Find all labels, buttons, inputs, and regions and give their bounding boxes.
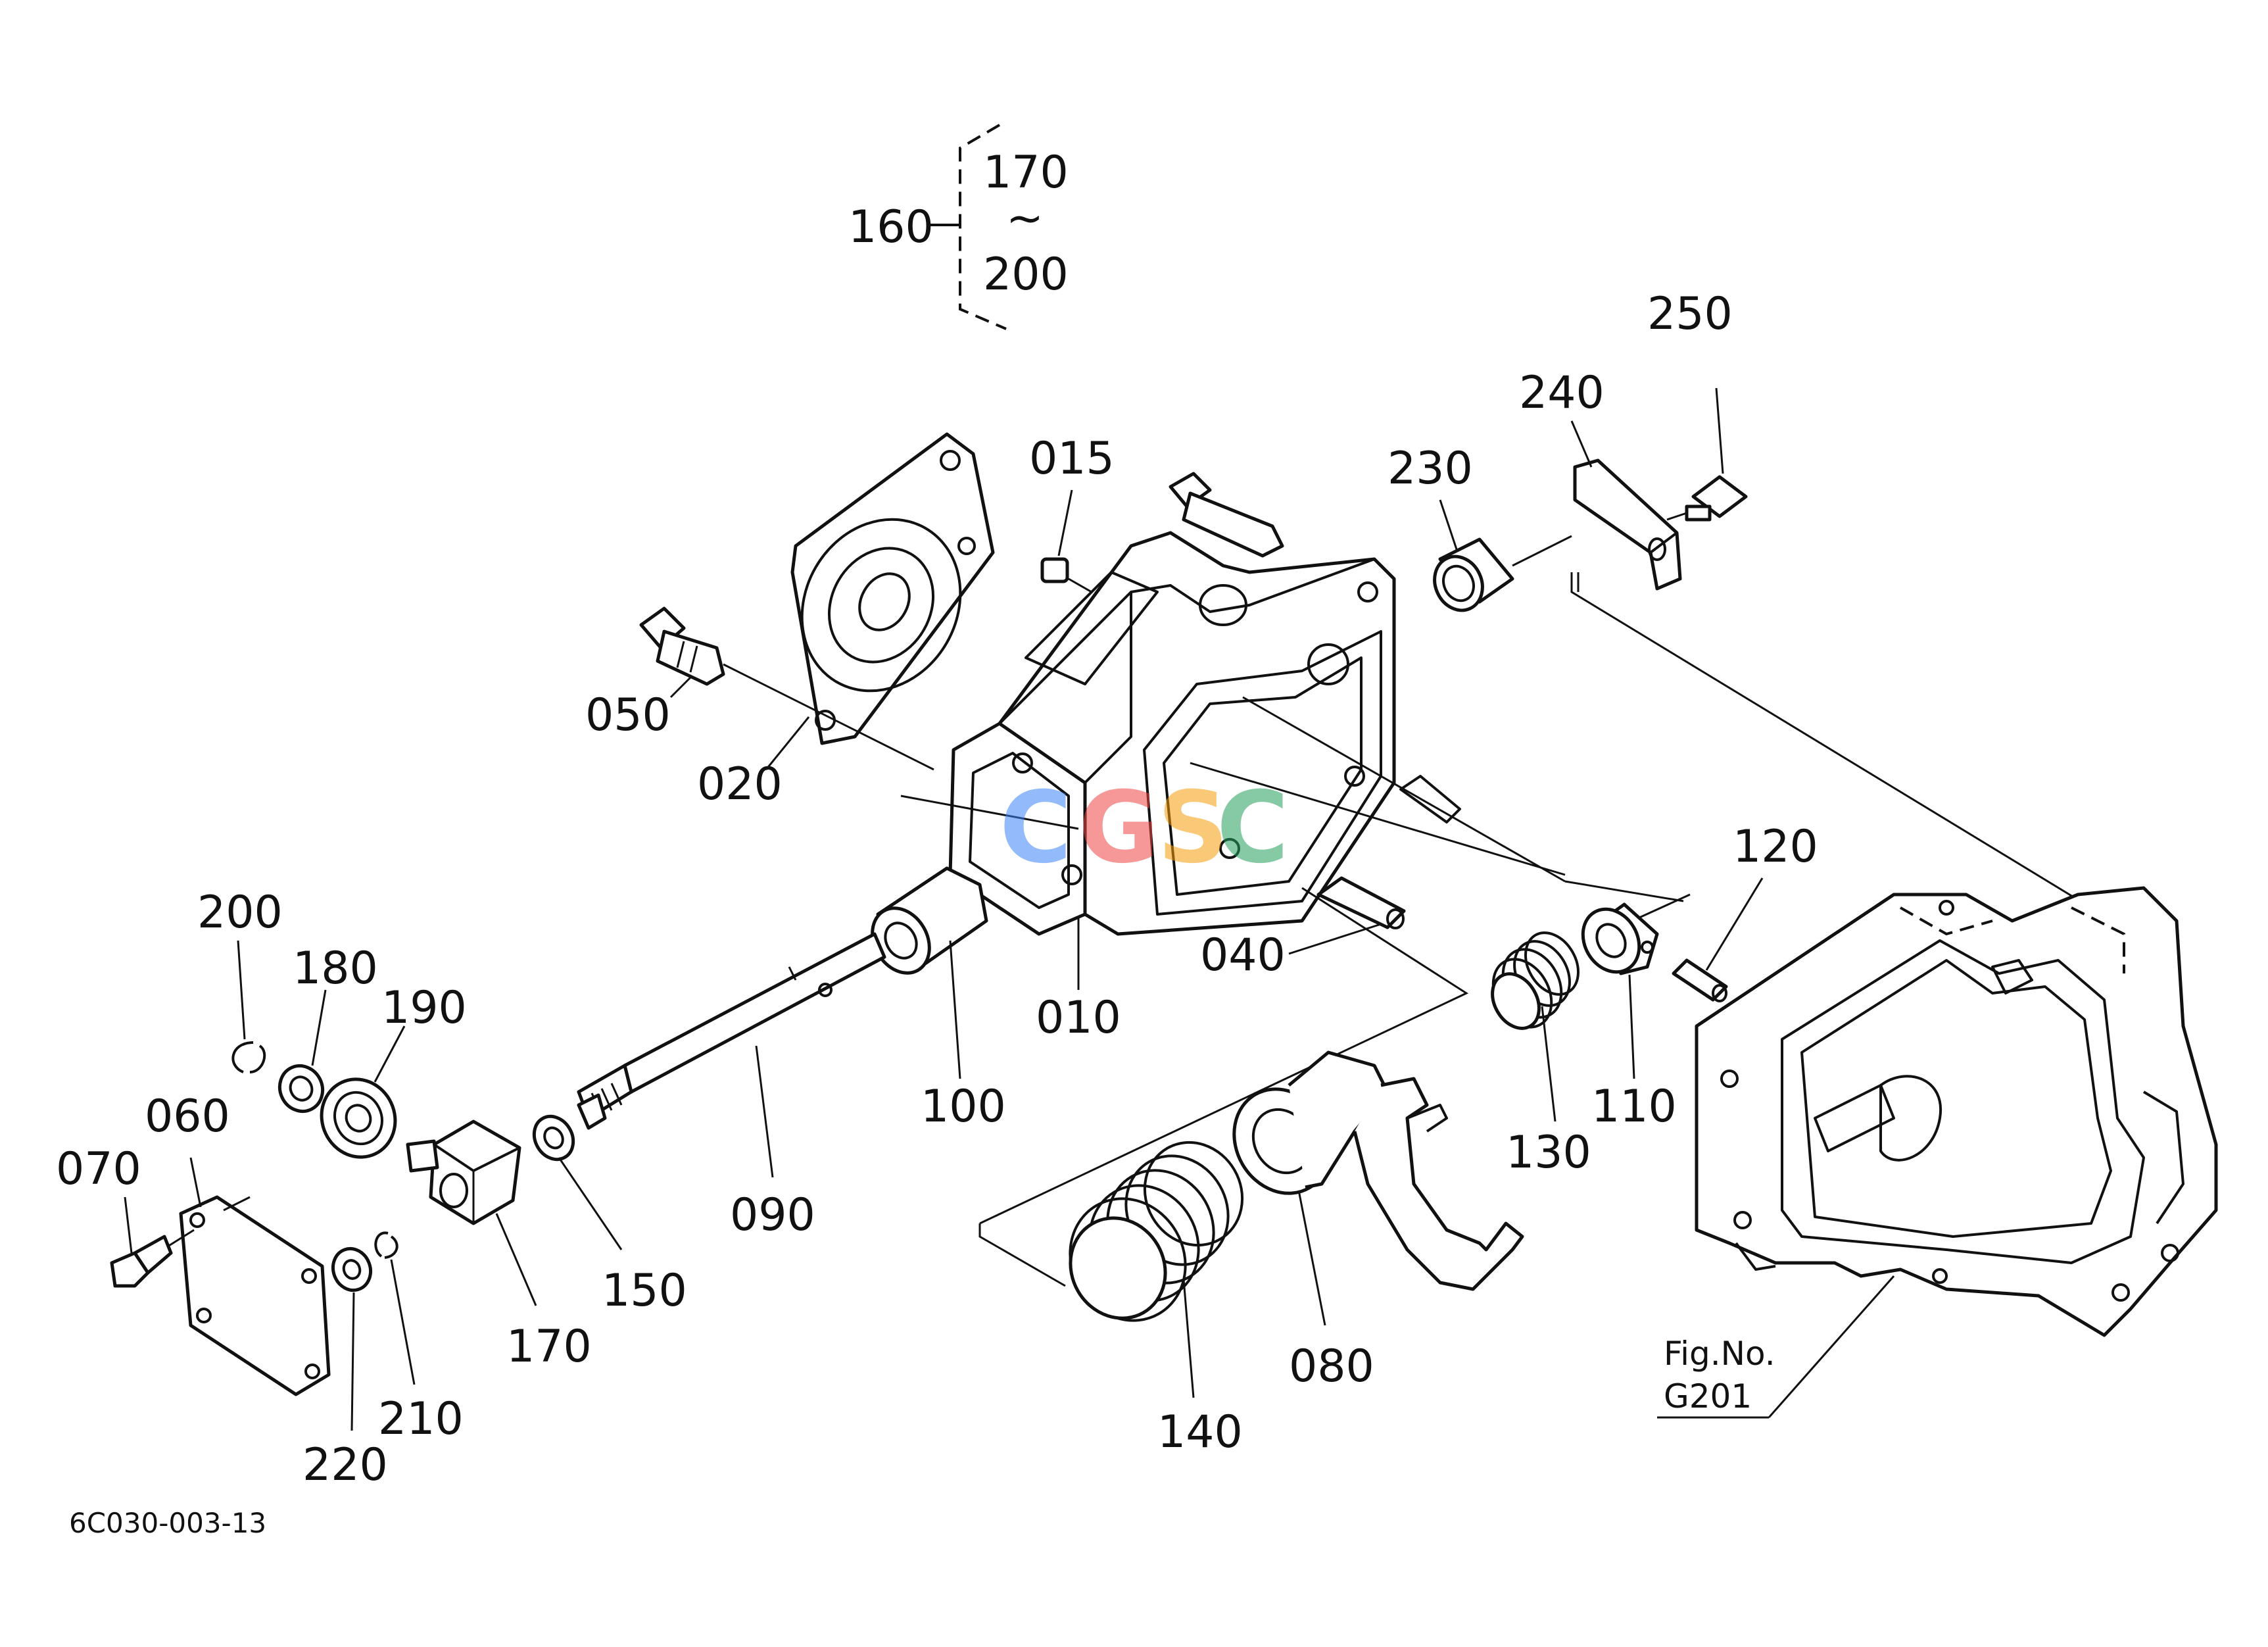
part-130-spring[interactable] <box>1482 923 1589 1038</box>
watermark-letter-3: S <box>1157 771 1228 885</box>
label-120[interactable]: 120 <box>1733 821 1818 873</box>
label-100[interactable]: 100 <box>921 1081 1006 1133</box>
part-housing-bolt <box>1169 472 1284 558</box>
part-transmission-case <box>1695 886 2218 1337</box>
footer-code: 6C030-003-13 <box>69 1507 266 1539</box>
part-070-bolt[interactable] <box>110 1235 173 1288</box>
label-240[interactable]: 240 <box>1519 367 1604 419</box>
part-210-snapring[interactable] <box>374 1231 398 1259</box>
part-120-pin[interactable] <box>1672 958 1728 1002</box>
label-220[interactable]: 220 <box>302 1439 388 1491</box>
label-010[interactable]: 010 <box>1036 992 1121 1044</box>
part-090-shaft[interactable] <box>577 932 886 1130</box>
label-200[interactable]: 200 <box>197 887 283 939</box>
label-range-start[interactable]: 170 <box>983 147 1069 199</box>
watermark-letter-4: C <box>1217 771 1289 885</box>
part-110-collar[interactable] <box>1572 899 1659 983</box>
label-210[interactable]: 210 <box>378 1393 464 1445</box>
part-100-bushing[interactable] <box>861 866 988 983</box>
label-040[interactable]: 040 <box>1200 929 1286 981</box>
part-200-snapring[interactable] <box>231 1041 266 1073</box>
label-250[interactable]: 250 <box>1647 288 1733 340</box>
label-110[interactable]: 110 <box>1591 1081 1677 1133</box>
part-140-spring[interactable] <box>1048 1125 1261 1342</box>
label-140[interactable]: 140 <box>1157 1406 1243 1458</box>
part-010-housing[interactable] <box>948 531 1396 936</box>
watermark-letter-1: C <box>1000 771 1072 885</box>
figure-ref-line2[interactable]: G201 <box>1664 1377 1752 1415</box>
group-bracket-160: 160 170 ~ 200 <box>848 124 1069 330</box>
label-190[interactable]: 190 <box>381 982 467 1034</box>
label-160[interactable]: 160 <box>848 201 934 253</box>
label-020[interactable]: 020 <box>697 758 783 810</box>
part-050-bolt[interactable] <box>639 606 725 686</box>
label-015[interactable]: 015 <box>1029 433 1115 485</box>
part-220-nut[interactable] <box>327 1243 377 1295</box>
part-190-bearing[interactable] <box>309 1067 408 1169</box>
part-080-fork[interactable] <box>1215 1050 1524 1291</box>
part-230-collar[interactable] <box>1426 537 1514 618</box>
watermark-logo: C G S C <box>1000 771 1289 885</box>
part-040-pin[interactable] <box>1316 876 1406 929</box>
label-180[interactable]: 180 <box>293 943 378 995</box>
part-180-ring[interactable] <box>272 1059 330 1118</box>
label-range-end[interactable]: 200 <box>983 249 1069 301</box>
figure-ref-line1[interactable]: Fig.No. <box>1664 1335 1775 1373</box>
label-170[interactable]: 170 <box>506 1321 592 1373</box>
label-130[interactable]: 130 <box>1506 1127 1591 1179</box>
label-range-mark: ~ <box>1006 193 1044 245</box>
part-240-bracket[interactable] <box>1573 458 1682 591</box>
part-040-pin-alt <box>1399 775 1461 823</box>
part-060-plate[interactable] <box>179 1195 331 1396</box>
label-080[interactable]: 080 <box>1289 1340 1374 1392</box>
label-060[interactable]: 060 <box>145 1091 230 1143</box>
label-090[interactable]: 090 <box>730 1189 815 1241</box>
label-230[interactable]: 230 <box>1387 443 1473 495</box>
part-150-washer[interactable] <box>527 1110 581 1167</box>
part-170-lever[interactable] <box>406 1119 521 1225</box>
watermark-letter-2: G <box>1078 771 1159 885</box>
part-250-bolt[interactable] <box>1685 475 1748 522</box>
label-070[interactable]: 070 <box>56 1143 141 1195</box>
label-150[interactable]: 150 <box>602 1265 687 1317</box>
part-020-cover[interactable] <box>771 432 995 745</box>
part-015-plug[interactable] <box>1040 557 1069 583</box>
label-050[interactable]: 050 <box>585 689 671 741</box>
